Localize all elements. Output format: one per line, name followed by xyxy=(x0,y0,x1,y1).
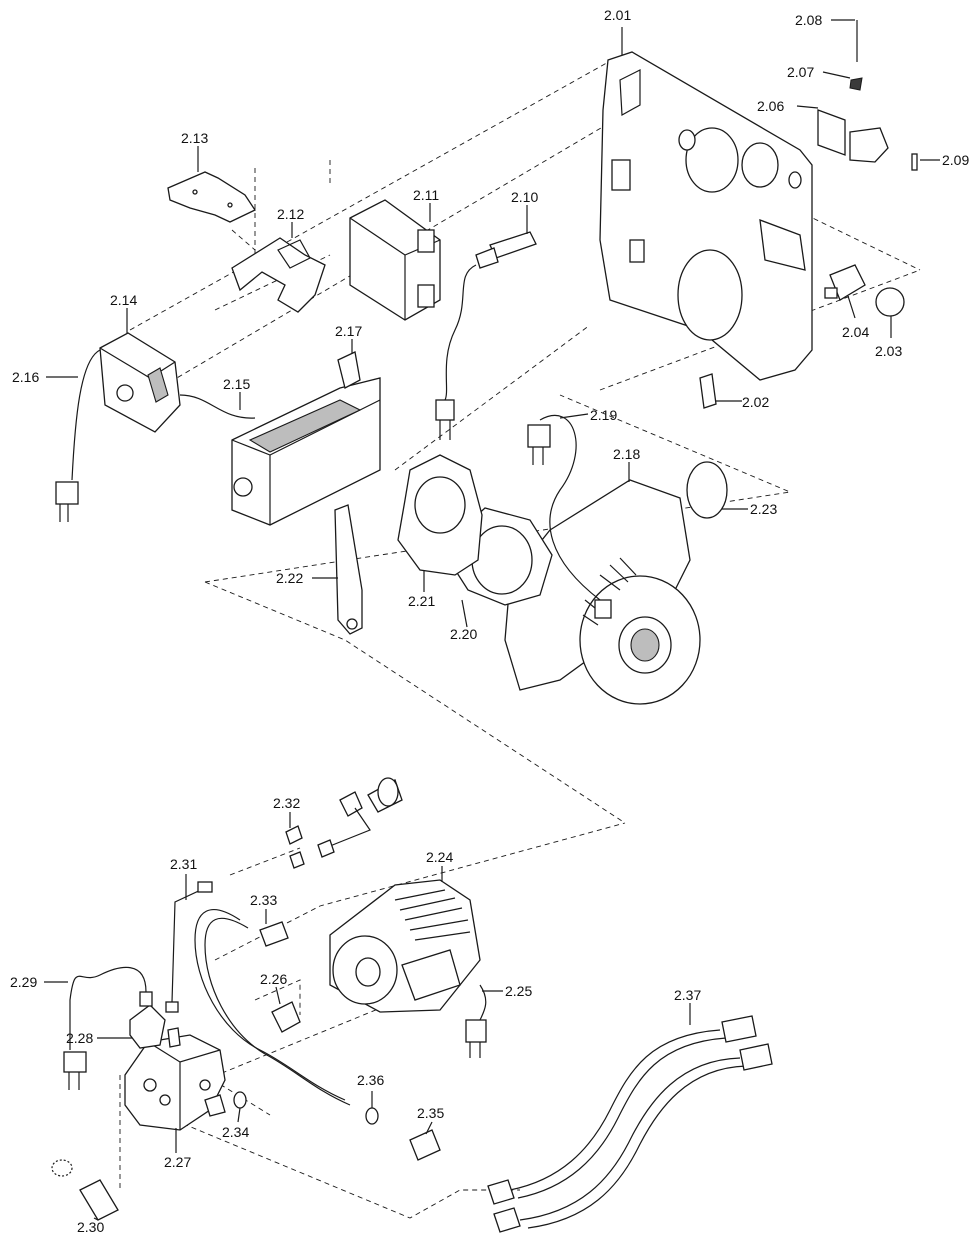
sensor-part xyxy=(824,264,866,301)
label-2-01: 2.01 xyxy=(604,7,632,23)
label-2-22: 2.22 xyxy=(276,570,304,586)
label-2-07: 2.07 xyxy=(787,64,815,80)
label-2-31: 2.31 xyxy=(170,856,198,872)
fan-cable-part xyxy=(527,414,601,601)
disc-part xyxy=(875,287,905,317)
transformer-part xyxy=(349,199,441,321)
label-2-30: 2.30 xyxy=(77,1219,105,1235)
label-2-21: 2.21 xyxy=(408,593,436,609)
label-2-03: 2.03 xyxy=(875,343,903,359)
label-2-26: 2.26 xyxy=(260,971,288,987)
label-2-15: 2.15 xyxy=(223,376,251,392)
label-2-14: 2.14 xyxy=(110,292,138,308)
label-2-02: 2.02 xyxy=(742,394,770,410)
mounting-plate-part xyxy=(599,51,813,381)
flexible-hoses-part xyxy=(487,1015,773,1233)
leader-lines xyxy=(44,19,940,1221)
label-2-16: 2.16 xyxy=(12,369,40,385)
label-2-28: 2.28 xyxy=(66,1030,94,1046)
label-2-09: 2.09 xyxy=(942,152,970,168)
air-inlet-plate-part xyxy=(397,454,483,576)
solenoid-valve-part xyxy=(63,966,166,1090)
label-2-37: 2.37 xyxy=(674,987,702,1003)
o-ring-part xyxy=(686,461,728,519)
clip-part xyxy=(699,373,717,409)
nozzle-fitting-part xyxy=(285,777,403,869)
label-2-19: 2.19 xyxy=(590,407,618,423)
pin-part xyxy=(849,20,918,171)
label-2-34: 2.34 xyxy=(222,1124,250,1140)
label-2-20: 2.20 xyxy=(450,626,478,642)
motor-part xyxy=(329,879,487,1058)
label-2-04: 2.04 xyxy=(842,324,870,340)
label-2-36: 2.36 xyxy=(357,1072,385,1088)
label-2-29: 2.29 xyxy=(10,974,38,990)
label-2-13: 2.13 xyxy=(181,130,209,146)
lever-part xyxy=(334,504,363,635)
label-2-24: 2.24 xyxy=(426,849,454,865)
control-unit-part xyxy=(55,332,256,522)
label-2-27: 2.27 xyxy=(164,1154,192,1170)
bracket-part xyxy=(817,109,889,163)
return-hose-part xyxy=(194,909,351,1106)
oil-pump-part xyxy=(124,1027,226,1131)
cover-plate-part xyxy=(167,171,256,223)
oil-pipe-part xyxy=(165,881,213,1013)
label-2-11: 2.11 xyxy=(413,187,440,203)
filter-part xyxy=(51,1159,119,1221)
label-2-25: 2.25 xyxy=(505,983,533,999)
control-box-part xyxy=(231,351,381,526)
label-2-08: 2.08 xyxy=(795,12,823,28)
label-2-12: 2.12 xyxy=(277,206,305,222)
label-2-23: 2.23 xyxy=(750,501,778,517)
label-2-10: 2.10 xyxy=(511,189,539,205)
ignition-electrode-part xyxy=(435,231,537,440)
label-2-18: 2.18 xyxy=(613,446,641,462)
label-2-32: 2.32 xyxy=(273,795,301,811)
label-2-33: 2.33 xyxy=(250,892,278,908)
label-2-17: 2.17 xyxy=(335,323,363,339)
label-2-06: 2.06 xyxy=(757,98,785,114)
seal-rings-part xyxy=(233,1091,441,1161)
label-2-35: 2.35 xyxy=(417,1105,445,1121)
coupling-part xyxy=(271,1001,301,1033)
holder-bracket-part xyxy=(231,237,326,313)
